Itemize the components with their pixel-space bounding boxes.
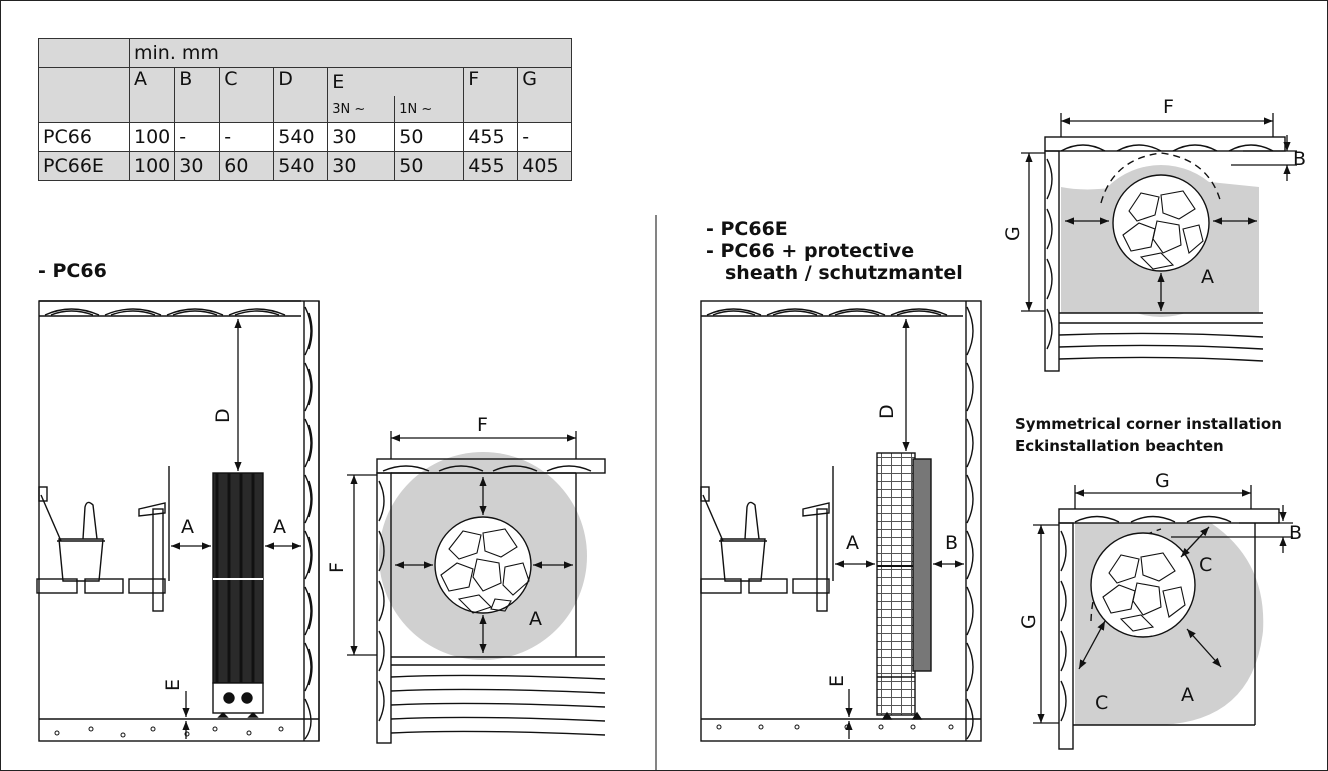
cell-e1n: 50: [394, 122, 465, 152]
col-b: B: [174, 67, 221, 123]
bucket: [38, 486, 105, 582]
cell-b: 30: [174, 151, 221, 181]
bench-2: [700, 466, 834, 612]
dim-f3-label: F: [1163, 96, 1174, 118]
col-f: F: [463, 67, 519, 123]
dim-d-label: D: [212, 408, 234, 423]
cell-a: 100: [128, 151, 176, 181]
dim-a2-label: A: [846, 532, 859, 554]
dim-g4-side-label: G: [1018, 614, 1040, 629]
dim-d2-label: D: [876, 404, 898, 419]
dim-a3-label: A: [1201, 266, 1214, 288]
col-e: E: [327, 67, 465, 96]
cell-c: 60: [219, 151, 275, 181]
col-c: C: [219, 67, 275, 123]
corner-view: [1058, 508, 1280, 750]
dim-g4-top-label: G: [1155, 470, 1170, 492]
dim-b4-label: B: [1289, 522, 1302, 544]
pc66-top-dims: [347, 431, 577, 656]
dim-f-side-label: F: [326, 562, 348, 573]
pc66e-heater: [876, 452, 932, 720]
cell-e3n: 30: [327, 151, 396, 181]
dim-b2-label: B: [945, 532, 958, 554]
bucket-2: [700, 486, 767, 582]
dim-e2-label: E: [826, 675, 848, 687]
cell-f: 455: [463, 151, 519, 181]
col-e-3n: 3N ~: [327, 96, 396, 123]
dim-e-label: E: [162, 679, 184, 691]
cell-a: 100: [128, 122, 176, 152]
pc66e-side-dims: [835, 319, 964, 739]
dim-b3-label: B: [1293, 148, 1306, 170]
dim-c4-label: C: [1199, 554, 1212, 576]
bench: [36, 466, 170, 612]
cell-e1n: 50: [394, 151, 465, 181]
cell-d: 540: [273, 122, 329, 152]
pc66e-title-2: - PC66 + protective: [706, 240, 915, 262]
cell-d: 540: [273, 151, 329, 181]
pc66e-side-view: [700, 300, 982, 742]
table-blank: [38, 67, 130, 123]
pc66e-top-dims: [1021, 113, 1297, 312]
dim-a-left-label: A: [181, 516, 194, 538]
pc66e-title-1: - PC66E: [706, 218, 788, 240]
table-corner: [38, 38, 130, 68]
cell-e3n: 30: [327, 122, 396, 152]
clearance-table: min. mm A B C D E F G 3N ~ 1N ~ PC66 100…: [38, 38, 573, 181]
row-model: PC66E: [38, 151, 130, 181]
pc66-top-view: [376, 452, 606, 744]
dim-g3-label: G: [1002, 226, 1024, 241]
pc66-title: - PC66: [38, 260, 107, 282]
col-g: G: [517, 67, 573, 123]
pc66e-top-view: [1044, 136, 1286, 372]
dim-c4b-label: C: [1095, 692, 1108, 714]
pc66-side-view: [36, 300, 320, 742]
dim-a-area-label: A: [529, 608, 542, 630]
corner-dims: [1033, 485, 1293, 724]
stones: [440, 528, 530, 614]
col-e-1n: 1N ~: [394, 96, 465, 123]
cell-g: 405: [517, 151, 573, 181]
unit-header: min. mm: [128, 38, 573, 68]
corner-note-1: Symmetrical corner installation: [1015, 415, 1282, 433]
pc66-heater: [212, 472, 264, 718]
ceiling-planks: [39, 300, 301, 317]
dim-f-top-label: F: [477, 414, 488, 436]
floor-gravel: [54, 726, 284, 738]
col-a: A: [128, 67, 176, 123]
corner-note-2: Eckinstallation beachten: [1015, 437, 1224, 455]
col-d: D: [273, 67, 329, 123]
dim-a4-label: A: [1181, 684, 1194, 706]
pc66e-title-3: sheath / schutzmantel: [725, 262, 963, 284]
right-wall-planks: [303, 301, 320, 741]
pc66-side-dims: [171, 319, 301, 739]
dim-a-right-label: A: [273, 516, 286, 538]
